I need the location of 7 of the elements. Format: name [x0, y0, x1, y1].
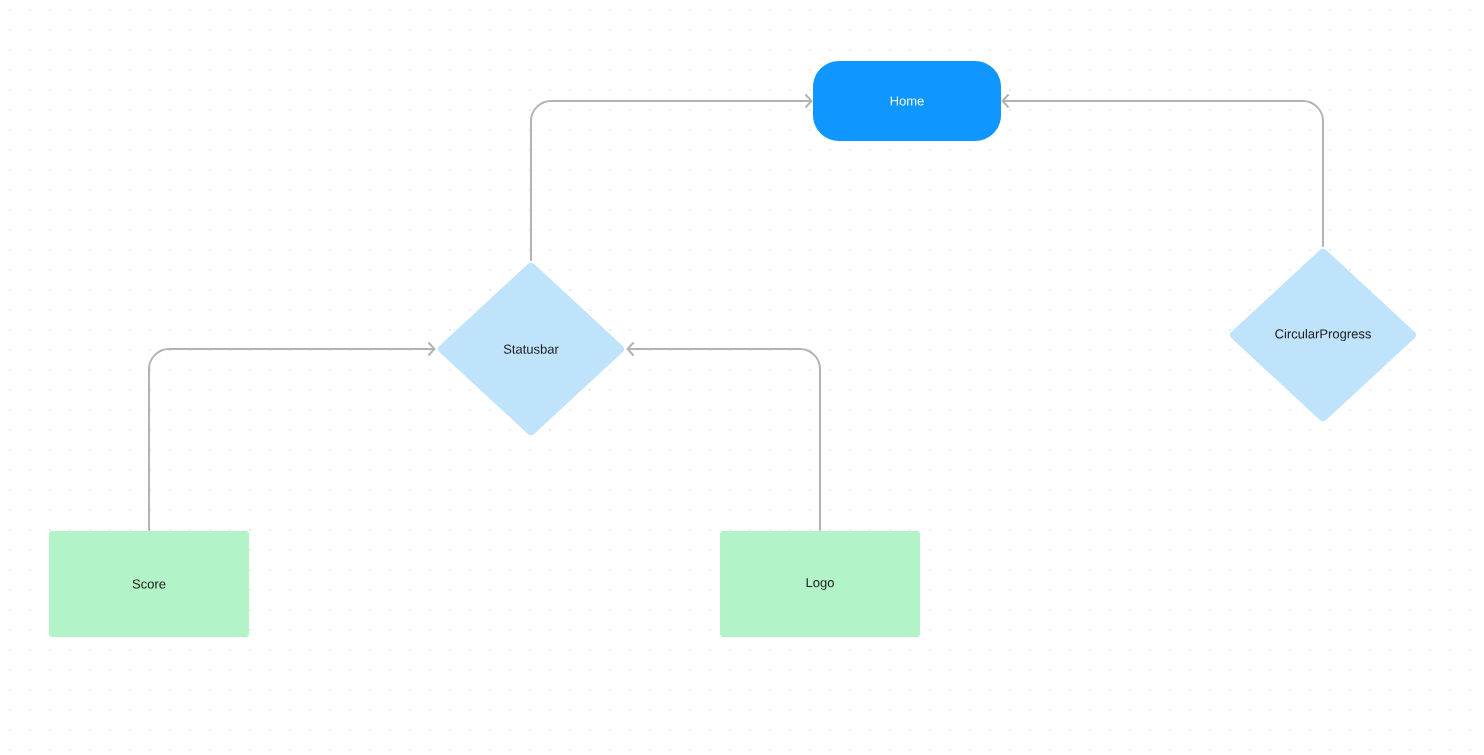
- rounded-box: Home: [813, 61, 1001, 141]
- arrow: [148, 341, 436, 532]
- process-box: Logo: [720, 531, 920, 637]
- arrow: [626, 341, 821, 532]
- process-box: Score: [49, 531, 249, 637]
- arrow: [530, 93, 813, 262]
- arrow: [1001, 93, 1324, 248]
